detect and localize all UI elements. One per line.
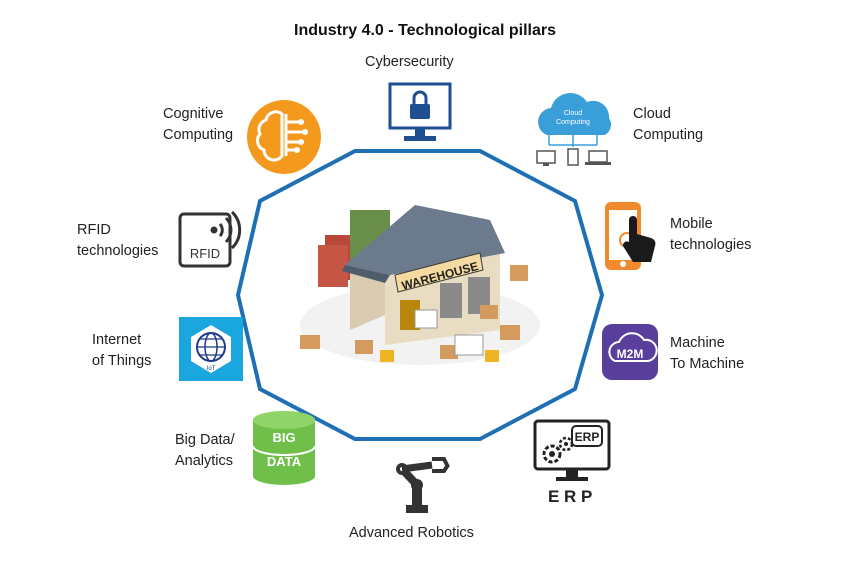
decagon-ring: [235, 149, 605, 441]
cybersecurity-label: Cybersecurity: [365, 54, 454, 70]
cloud-icon-text-2: Computing: [556, 119, 590, 126]
m2m-label-line1: Machine: [670, 335, 725, 351]
erp-icon-text: ERP: [575, 430, 600, 444]
erp-label: E R P: [548, 487, 593, 506]
iot-label: Internet of Things: [92, 330, 151, 372]
smartphone-touch-icon: [605, 202, 656, 270]
cloud-label: Cloud Computing: [633, 104, 703, 146]
iot-globe-icon: IoT: [179, 317, 243, 381]
m2m-icon-text: M2M: [617, 347, 644, 361]
monitor-lock-icon: [388, 82, 452, 141]
diagram-title: Industry 4.0 - Technological pillars: [294, 22, 556, 39]
mobile-label: Mobile technologies: [670, 214, 751, 256]
cloud-icon-text-1: Cloud: [564, 110, 582, 117]
m2m-label-line2: To Machine: [670, 356, 745, 372]
m2m-icon: M2M: [602, 324, 658, 380]
cloud-icon: Cloud Computing: [536, 93, 611, 166]
mobile-label-line1: Mobile: [670, 216, 713, 232]
cognitive-label-line1: Cognitive: [163, 106, 224, 122]
robotics-label: Advanced Robotics: [349, 525, 474, 541]
brain-circuit-icon: [247, 100, 321, 174]
cognitive-label: Cognitive Computing: [163, 104, 233, 146]
iot-icon-text: IoT: [207, 366, 216, 372]
erp-gear-monitor-icon: ERP: [533, 419, 611, 481]
cloud-label-line2: Computing: [633, 127, 704, 143]
iot-label-line1: Internet: [92, 332, 142, 348]
bigdata-label: Big Data/ Analytics: [175, 430, 235, 472]
robot-arm-icon: [396, 457, 450, 513]
bigdata-label-line1: Big Data/: [175, 432, 235, 448]
bigdata-icon-text-1: BIG: [272, 430, 295, 445]
rfid-tag-icon: RFID: [178, 210, 242, 268]
rfid-label-line2: technologies: [77, 243, 159, 259]
rfid-label-line1: RFID: [77, 222, 111, 238]
cognitive-label-line2: Computing: [163, 127, 234, 143]
bigdata-label-line2: Analytics: [175, 453, 234, 469]
m2m-label: Machine To Machine: [670, 333, 744, 375]
iot-label-line2: of Things: [92, 353, 152, 369]
rfid-icon-text: RFID: [190, 246, 220, 261]
warehouse-illustration: WAREHOUSE: [300, 205, 540, 365]
bigdata-icon-text-2: DATA: [267, 454, 302, 469]
cloud-label-line1: Cloud: [633, 106, 671, 122]
database-icon: BIG DATA: [252, 411, 316, 485]
rfid-label: RFID technologies: [77, 220, 158, 262]
mobile-label-line2: technologies: [670, 237, 752, 253]
